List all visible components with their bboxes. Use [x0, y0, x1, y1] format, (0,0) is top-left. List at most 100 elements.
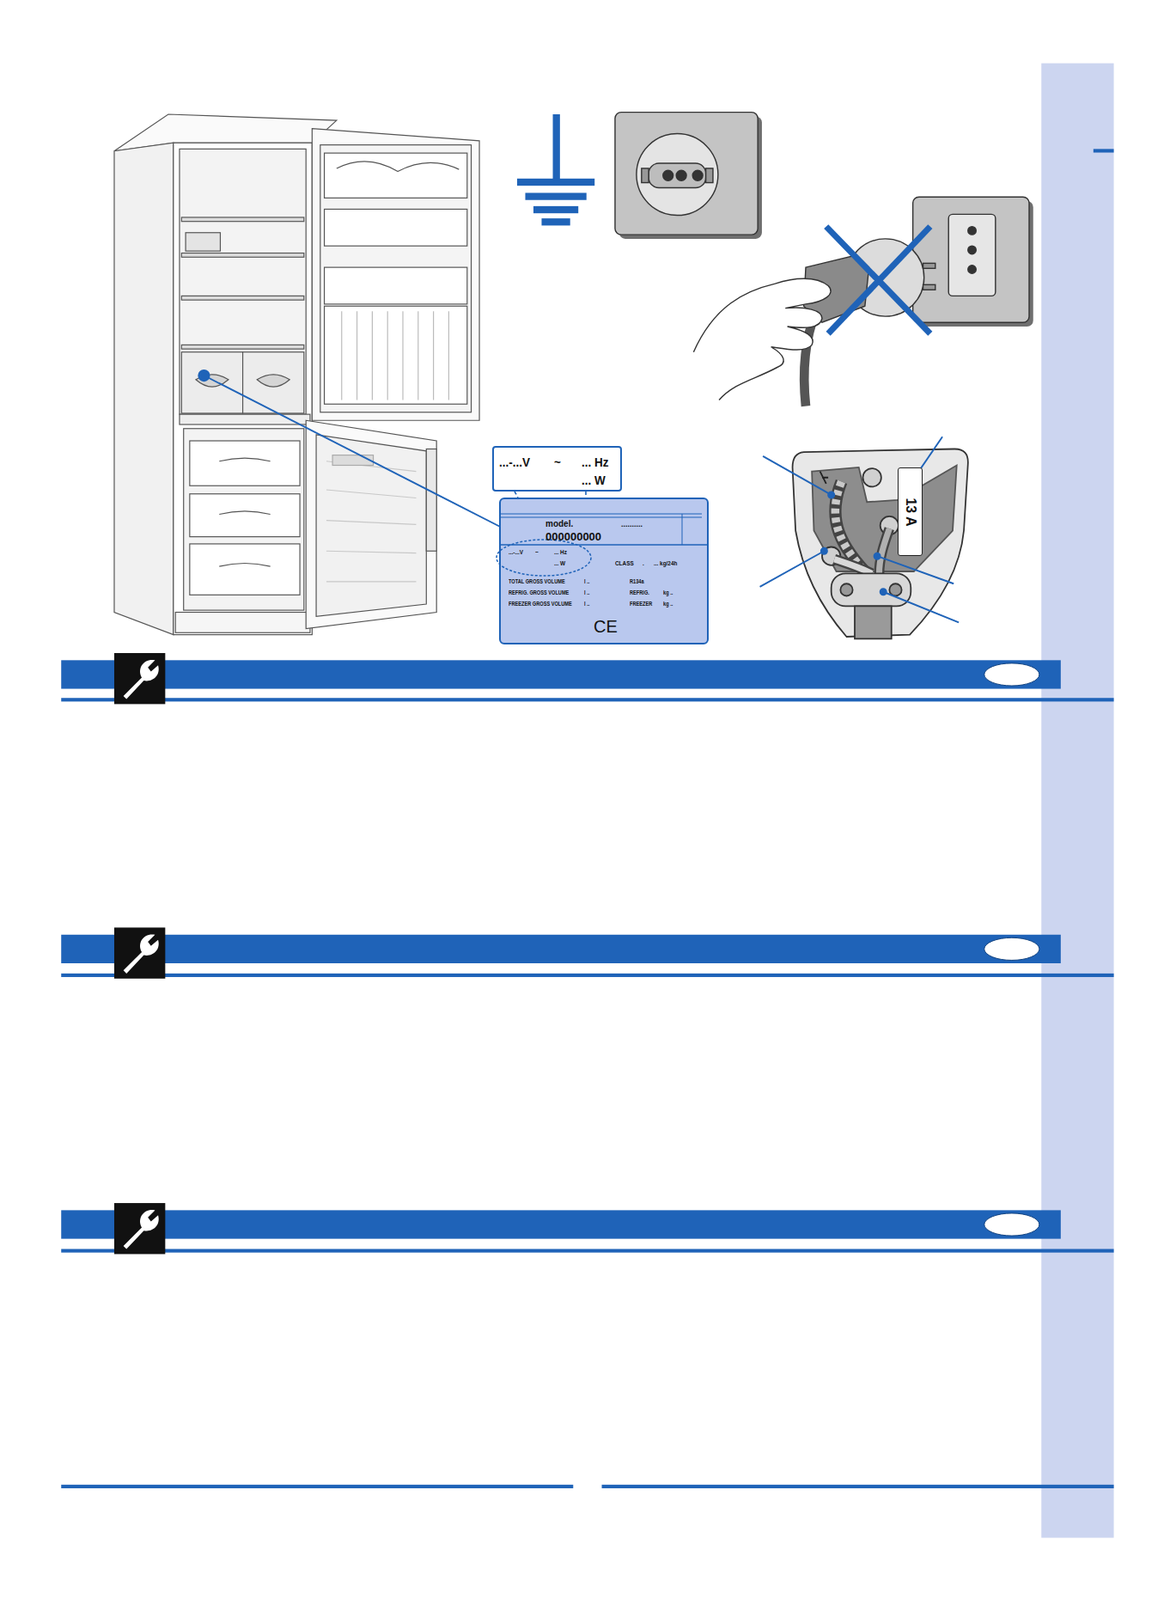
rect-shape — [324, 267, 468, 305]
rect-shape — [114, 1202, 165, 1254]
label-text: CLASS — [615, 560, 634, 567]
line-shape — [826, 226, 931, 335]
circle-shape — [692, 170, 703, 181]
g-shape — [114, 1202, 165, 1254]
circle-shape — [874, 553, 881, 560]
line-shape — [883, 591, 959, 623]
label-text: ...-...V — [499, 455, 531, 469]
path-shape — [834, 559, 872, 574]
g-shape — [826, 226, 931, 335]
rect-shape — [173, 142, 312, 634]
g-shape — [792, 449, 969, 640]
g-shape — [114, 652, 165, 704]
line-shape — [762, 456, 832, 495]
rect-shape — [181, 295, 304, 300]
rect-shape — [831, 572, 912, 606]
g-shape — [615, 112, 762, 239]
circle-shape — [676, 170, 687, 181]
label-text: ~ — [554, 455, 561, 469]
g-shape — [984, 663, 1040, 1236]
polygon-shape — [311, 128, 480, 421]
line-shape — [760, 550, 825, 587]
polygon-shape — [305, 420, 437, 628]
label-text: 000000000 — [545, 530, 602, 543]
rect-shape — [324, 305, 468, 404]
label-text: l .. — [584, 578, 590, 585]
line-shape — [500, 513, 702, 515]
circle-shape — [840, 583, 853, 596]
path-shape — [878, 528, 890, 573]
g-shape — [693, 238, 935, 407]
path-shape — [693, 278, 831, 400]
label-text: ... Hz — [554, 548, 567, 556]
path-shape — [123, 659, 159, 699]
path-shape — [341, 310, 450, 400]
label-text: ...-...V — [508, 548, 524, 556]
circle-shape — [821, 548, 828, 555]
path-shape — [219, 511, 270, 515]
label-text: .......... — [621, 520, 643, 529]
rect-shape — [524, 192, 586, 200]
circle-shape — [968, 245, 976, 255]
rect-shape — [320, 145, 472, 413]
rect-shape — [641, 168, 649, 183]
rect-shape — [189, 440, 300, 486]
g-shape — [114, 926, 165, 978]
rect-shape — [60, 697, 1114, 701]
circle-shape — [968, 265, 976, 275]
rect-shape — [533, 206, 579, 214]
circle-shape — [862, 468, 881, 487]
line-shape — [203, 375, 500, 527]
path-shape — [878, 528, 890, 573]
rect-shape — [615, 112, 758, 236]
line-shape — [500, 543, 709, 546]
rect-shape — [706, 168, 713, 183]
rect-shape — [60, 934, 1061, 963]
line-shape — [500, 517, 702, 518]
rect-shape — [1093, 148, 1115, 153]
label-text: ~ — [535, 548, 539, 556]
label-text: l .. — [584, 600, 590, 608]
rect-shape — [181, 352, 243, 414]
label-text: l .. — [584, 589, 590, 597]
rect-shape — [60, 1249, 1114, 1253]
path-shape — [820, 471, 829, 484]
rect-shape — [854, 605, 892, 639]
label-text: R134a — [629, 578, 645, 585]
dashed-connector — [514, 491, 586, 498]
label-text: REFRIG. — [629, 589, 650, 597]
rect-shape — [517, 178, 595, 186]
path-shape — [123, 1209, 159, 1249]
path-shape — [256, 374, 290, 387]
label-text: kg .. — [663, 600, 673, 608]
rect-shape — [114, 926, 165, 978]
line-shape — [828, 226, 931, 335]
rect-shape — [332, 455, 373, 466]
rect-shape — [189, 543, 300, 595]
rating-plate: model...........000000000...-...V~... Hz… — [499, 497, 709, 645]
rect-shape — [181, 253, 304, 258]
rect-shape — [243, 352, 305, 414]
rect-shape — [175, 612, 311, 634]
polygon-shape — [114, 142, 174, 634]
path-shape — [336, 161, 459, 172]
rect-shape — [948, 213, 996, 296]
label-text: ... kg/24h — [653, 560, 677, 567]
g-shape — [913, 196, 1034, 327]
circle-shape — [636, 134, 719, 216]
circle-shape — [828, 491, 835, 498]
label-text: kg .. — [663, 589, 673, 597]
path-shape — [219, 563, 270, 567]
rect-shape — [189, 493, 300, 537]
g-shape — [517, 114, 595, 226]
rect-shape — [324, 208, 468, 246]
rect-shape — [60, 659, 1061, 689]
rect-shape — [923, 262, 936, 269]
path-shape — [219, 457, 270, 462]
rect-shape — [181, 217, 304, 222]
fuse-rating: 13 A — [903, 497, 918, 526]
ellipse-shape — [984, 937, 1040, 960]
rect-shape — [179, 148, 306, 415]
rect-shape — [60, 1209, 1061, 1238]
